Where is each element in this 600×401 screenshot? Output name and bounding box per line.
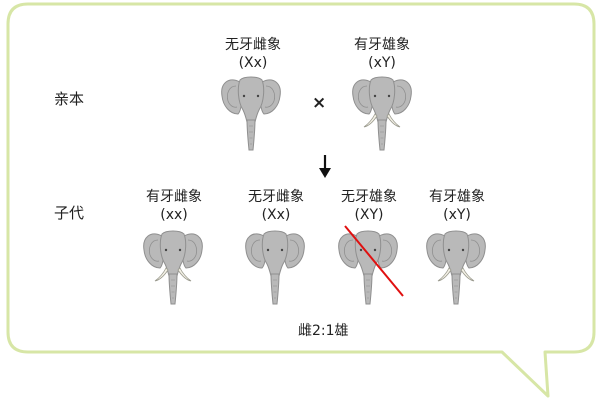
trunk: [377, 119, 387, 151]
right-tusk: [386, 113, 401, 128]
parent-female-elephant: [220, 74, 282, 152]
right-tusk: [177, 267, 192, 282]
head: [354, 230, 382, 277]
offspring-label: 子代: [54, 204, 85, 222]
offspring-2-elephant: [244, 228, 306, 306]
trunk: [168, 273, 178, 305]
right-tusk: [460, 267, 475, 282]
parent-female-genotype: (Xx): [238, 55, 268, 71]
parent-male-genotype: (xY): [368, 55, 396, 71]
offspring-1-elephant: [142, 228, 204, 306]
left-tusk: [154, 267, 169, 282]
trunk: [363, 273, 373, 305]
offspring-2-caption: 无牙雌象 (Xx): [221, 188, 331, 224]
offspring-1-genotype: (xx): [160, 207, 188, 223]
down-arrow-icon: [319, 155, 331, 178]
offspring-3-caption: 无牙雄象 (XY): [314, 188, 424, 224]
parent-female-caption: 无牙雌象 (Xx): [198, 36, 308, 72]
offspring-3-genotype: (XY): [354, 207, 384, 223]
head: [368, 76, 396, 123]
head: [442, 230, 470, 277]
head: [237, 76, 265, 123]
offspring-2-genotype: (Xx): [261, 207, 291, 223]
offspring-3-elephant: [337, 228, 399, 306]
trunk: [451, 273, 461, 305]
parents-label: 亲本: [54, 90, 85, 108]
offspring-3-name: 无牙雄象: [341, 189, 397, 205]
offspring-4-genotype: (xY): [443, 207, 471, 223]
head: [261, 230, 289, 277]
offspring-4-elephant: [425, 228, 487, 306]
parent-male-caption: 有牙雄象 (xY): [327, 36, 437, 72]
trunk: [246, 119, 256, 151]
offspring-1-name: 有牙雌象: [146, 189, 202, 205]
parent-male-name: 有牙雄象: [354, 37, 410, 53]
cross-symbol: ×: [312, 93, 327, 113]
parent-female-name: 无牙雌象: [225, 37, 281, 53]
trunk: [270, 273, 280, 305]
parent-male-elephant: [351, 74, 413, 152]
offspring-4-caption: 有牙雄象 (xY): [402, 188, 512, 224]
offspring-1-caption: 有牙雌象 (xx): [119, 188, 229, 224]
head: [159, 230, 187, 277]
left-tusk: [437, 267, 452, 282]
left-tusk: [363, 113, 378, 128]
offspring-2-name: 无牙雌象: [248, 189, 304, 205]
offspring-4-name: 有牙雄象: [429, 189, 485, 205]
sex-ratio-text: 雌2:1雄: [298, 323, 349, 339]
